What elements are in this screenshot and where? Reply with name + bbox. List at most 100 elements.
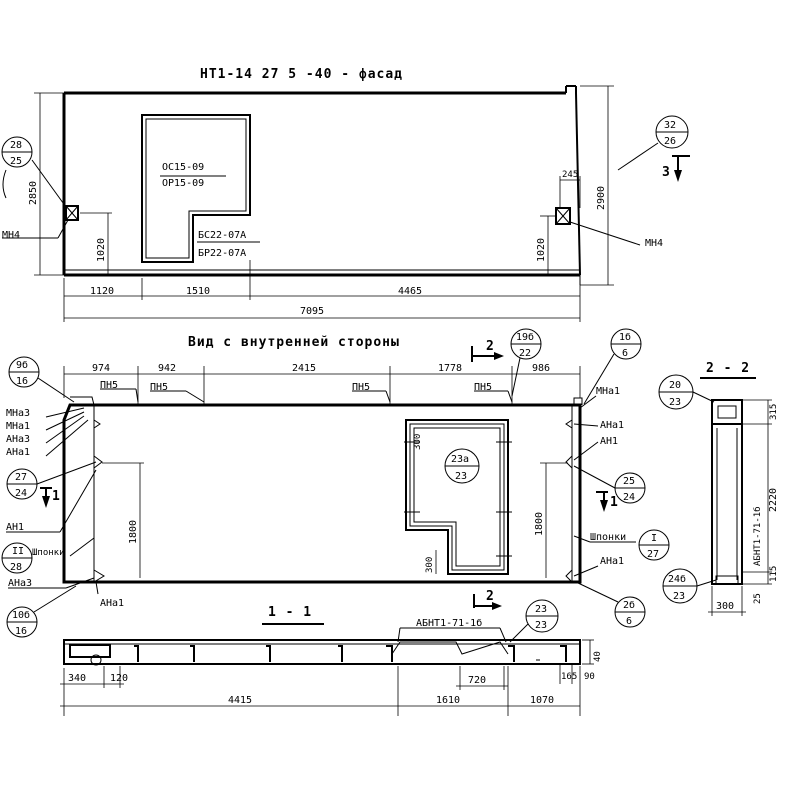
inner-callout-II-bottom: 28 bbox=[10, 562, 22, 573]
inner-right-mark-2: АНа1 bbox=[600, 420, 624, 431]
facade-callout-right-top: 32 bbox=[664, 120, 676, 131]
section-2-2-width: 300 bbox=[716, 601, 734, 612]
inner-dim-986: 986 bbox=[532, 363, 550, 374]
inner-dim-974: 974 bbox=[92, 363, 110, 374]
inner-callout-1b-top: 1б bbox=[619, 331, 631, 343]
facade-left-embed-height: 1020 bbox=[96, 238, 107, 262]
section-2-2-dim-115: 115 bbox=[769, 566, 779, 582]
section-1-1-label: АБНТ1-71-1б bbox=[416, 617, 482, 629]
inner-callout-23a-top: 23а bbox=[451, 454, 469, 465]
facade-view: НТ1-14 27 5 -40 - фасад ОС15-09 ОР15-09 … bbox=[1, 67, 690, 322]
inner-view: Вид с внутренней стороны 2 19б 22 1б 6 9… bbox=[1, 328, 670, 638]
inner-left-shponki: Шпонки bbox=[32, 548, 65, 558]
facade-window-label-1: ОС15-09 bbox=[162, 162, 204, 173]
inner-callout-19b-top: 19б bbox=[516, 331, 534, 343]
section-2-2-callout-top-bottom: 23 bbox=[669, 397, 681, 408]
inner-callout-23a-bottom: 23 bbox=[455, 471, 467, 482]
inner-right-shponki: Шпонки bbox=[590, 532, 626, 543]
section-1-1-dim-120: 120 bbox=[110, 673, 128, 684]
inner-section-1-right: 1 bbox=[610, 495, 619, 510]
section-1-1-callout-top: 23 bbox=[535, 604, 547, 615]
facade-left-height: 2850 bbox=[28, 181, 39, 205]
facade-dim-1: 1120 bbox=[90, 286, 114, 297]
inner-callout-2b-bottom: 6 bbox=[626, 616, 632, 627]
facade-total-length: 7095 bbox=[300, 306, 324, 317]
inner-height-left: 1800 bbox=[128, 520, 139, 544]
inner-callout-9b-bottom: 16 bbox=[16, 376, 28, 387]
section-2-2-dim-25: 25 bbox=[753, 593, 763, 604]
inner-callout-I-bottom: 27 bbox=[647, 549, 659, 560]
inner-dim-1778: 1778 bbox=[438, 363, 462, 374]
facade-callout-right-bottom: 26 bbox=[664, 136, 676, 147]
section-1-1-dim-90: 90 bbox=[584, 672, 595, 682]
section-2-2-callout-top-top: 20 bbox=[669, 380, 681, 391]
section-1-1-dim-40: 40 bbox=[593, 651, 603, 662]
inner-left-mark-3: АНа3 bbox=[6, 434, 30, 445]
section-1-1-dim-1070: 1070 bbox=[530, 695, 554, 706]
section-1-1-title: 1 - 1 bbox=[268, 605, 312, 620]
section-1-1-dim-720: 720 bbox=[468, 675, 486, 686]
inner-dim-942: 942 bbox=[158, 363, 176, 374]
inner-section-2-top: 2 bbox=[486, 339, 495, 354]
inner-callout-1b-bottom: 6 bbox=[622, 348, 628, 359]
section-1-1-dim-1610: 1610 bbox=[436, 695, 460, 706]
facade-callout-left-top: 28 bbox=[10, 140, 22, 151]
section-2-2-callout-bottom-top: 24б bbox=[668, 573, 686, 585]
inner-title: Вид с внутренней стороны bbox=[188, 335, 400, 350]
inner-left-ana1: АНа1 bbox=[100, 598, 124, 609]
inner-left-mark-2: МНа1 bbox=[6, 421, 30, 432]
inner-pn-2: ПН5 bbox=[150, 382, 168, 393]
inner-callout-II-top: II bbox=[12, 546, 24, 557]
facade-dim-2: 1510 bbox=[186, 286, 210, 297]
facade-right-embed-height: 1020 bbox=[536, 238, 547, 262]
facade-dim-3: 4465 bbox=[398, 286, 422, 297]
facade-left-mark: МН4 bbox=[2, 230, 20, 241]
inner-callout-I-top: I bbox=[651, 533, 657, 544]
facade-section-3: 3 bbox=[662, 165, 671, 180]
section-1-1-dim-4415: 4415 bbox=[228, 695, 252, 706]
inner-right-mark-1: МНа1 bbox=[596, 386, 620, 397]
inner-callout-9b-top: 9б bbox=[16, 359, 28, 371]
section-2-2-callout-bottom-bottom: 23 bbox=[673, 591, 685, 602]
facade-right-mark: МН4 bbox=[645, 238, 663, 249]
facade-right-embed-offset: 245 bbox=[562, 170, 578, 180]
inner-pn-1: ПН5 bbox=[100, 380, 118, 391]
inner-callout-10b-top: 10б bbox=[12, 609, 30, 621]
inner-callout-10b-bottom: 16 bbox=[15, 626, 27, 637]
inner-opening-dim-top: 300 bbox=[413, 434, 423, 450]
inner-callout-25-bottom: 24 bbox=[623, 492, 635, 503]
section-2-2-dim-315: 315 bbox=[769, 404, 779, 420]
inner-pn-3: ПН5 bbox=[352, 382, 370, 393]
inner-left-an1: АН1 bbox=[6, 522, 24, 533]
inner-left-ana3: АНа3 bbox=[8, 578, 32, 589]
inner-section-2-bottom: 2 bbox=[486, 589, 495, 604]
section-2-2: 2 - 2 20 23 315 2220 115 25 АБНТ1-71-1б … bbox=[658, 361, 779, 616]
facade-title: НТ1-14 27 5 -40 - фасад bbox=[200, 67, 403, 82]
inner-opening-dim-bottom: 300 bbox=[425, 557, 435, 573]
section-2-2-vertical-label: АБНТ1-71-1б bbox=[752, 506, 763, 566]
section-1-1-dim-165: 165 bbox=[561, 672, 577, 682]
section-1-1: 1 - 1 АБНТ1-71-1б 23 23 340 120 720 bbox=[60, 599, 603, 716]
facade-window-label-2: ОР15-09 bbox=[162, 178, 204, 189]
facade-right-height: 2900 bbox=[596, 186, 607, 210]
section-1-1-dim-340: 340 bbox=[68, 673, 86, 684]
section-2-2-title: 2 - 2 bbox=[706, 361, 750, 376]
inner-callout-27-bottom: 24 bbox=[15, 488, 27, 499]
inner-left-mark-4: АНа1 bbox=[6, 447, 30, 458]
inner-callout-2b-top: 2б bbox=[623, 599, 635, 611]
facade-callout-left-bottom: 25 bbox=[10, 156, 22, 167]
section-2-2-dim-2220: 2220 bbox=[768, 488, 779, 512]
section-1-1-callout-bottom: 23 bbox=[535, 620, 547, 631]
facade-door-label-1: БС22-07А bbox=[198, 230, 246, 241]
inner-dim-2415: 2415 bbox=[292, 363, 316, 374]
inner-callout-25-top: 25 bbox=[623, 476, 635, 487]
inner-callout-27-top: 27 bbox=[15, 472, 27, 483]
inner-left-mark-1: МНа3 bbox=[6, 408, 30, 419]
inner-pn-4: ПН5 bbox=[474, 382, 492, 393]
inner-height-right: 1800 bbox=[534, 512, 545, 536]
inner-section-1-left: 1 bbox=[52, 489, 61, 504]
inner-callout-19b-bottom: 22 bbox=[519, 348, 531, 359]
facade-door-label-2: БР22-07А bbox=[198, 248, 246, 259]
inner-right-ana1: АНа1 bbox=[600, 556, 624, 567]
